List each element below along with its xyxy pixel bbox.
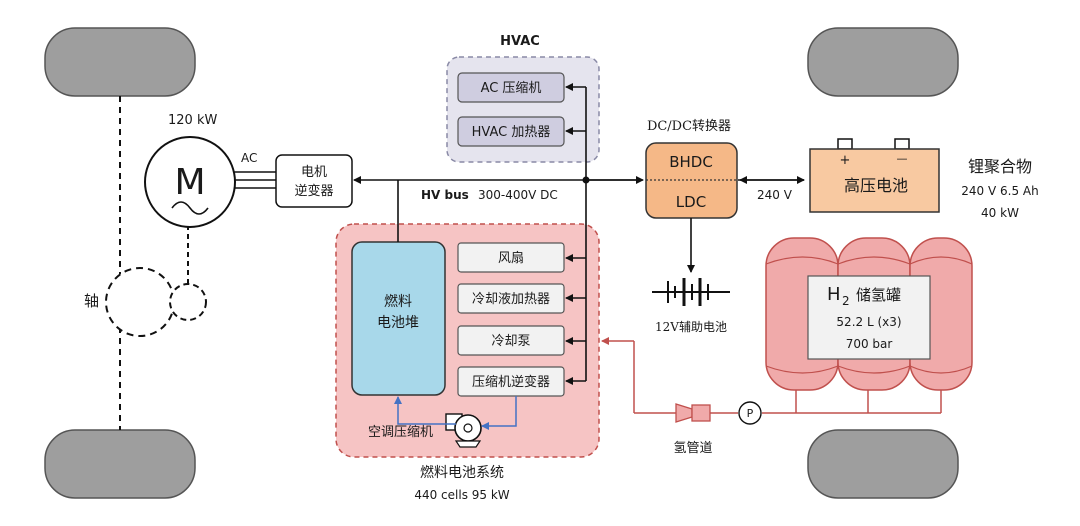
hvac-heater-box — [457, 116, 565, 147]
wheel-front-right — [807, 27, 959, 97]
wheel-rear-left — [44, 429, 196, 499]
pressure-gauge-label: P — [747, 407, 754, 420]
pipe-valve-icon — [675, 403, 711, 423]
dcdc-title: DC/DC转换器 — [647, 119, 731, 134]
hv-battery-box — [809, 148, 940, 213]
motor-icon — [144, 136, 236, 228]
wheel-rear-right — [807, 429, 959, 499]
coolant-pump-label: 冷却泵 — [491, 334, 530, 349]
battery-power: 40 kW — [981, 206, 1019, 220]
hv-bus-name: HV bus — [421, 188, 469, 202]
dcdc-bottom: LDC — [676, 193, 706, 211]
wheel-front-left — [44, 27, 196, 97]
battery-spec: 240 V 6.5 Ah — [961, 184, 1038, 198]
compressor-inverter-box — [457, 366, 565, 397]
motor-inverter-line1: 电机 — [301, 165, 327, 180]
dcdc-top: BHDC — [669, 153, 713, 171]
compressor-inverter-to-compressor — [481, 396, 517, 430]
axle-label: 轴 — [84, 292, 99, 310]
aux-battery-icon — [652, 278, 730, 306]
fan-box — [457, 242, 565, 273]
hvac-heater-label: HVAC 加热器 — [472, 125, 551, 140]
battery-chemistry: 锂聚合物 — [968, 157, 1032, 176]
hvac-ac-compressor-label: AC 压缩机 — [481, 80, 542, 96]
motor-sine-icon — [171, 201, 209, 215]
dcdc-link-voltage: 240 V — [757, 188, 793, 202]
hv-bus-voltage: 300-400V DC — [478, 188, 558, 202]
h2-volume: 52.2 L (x3) — [836, 315, 901, 329]
coolant-heater-label: 冷却液加热器 — [472, 292, 550, 307]
hvac-ac-compressor-box — [457, 72, 565, 103]
stack-line1: 燃料 — [384, 293, 412, 310]
air-compressor-label: 空调压缩机 — [368, 424, 433, 440]
fuel-cell-system-label: 燃料电池系统 — [420, 464, 504, 481]
hydrogen-pipe — [633, 341, 942, 414]
motor-inverter-line2: 逆变器 — [294, 183, 333, 199]
compressor-inverter-label: 压缩机逆变器 — [472, 374, 550, 390]
coolant-heater-box — [457, 283, 565, 314]
fuel-cell-system-spec: 440 cells 95 kW — [414, 488, 509, 502]
h2-label-box — [807, 275, 931, 360]
battery-plus: + — [840, 153, 851, 168]
motor-power: 120 kW — [168, 113, 217, 128]
coolant-pump-box — [457, 325, 565, 356]
pressure-gauge-icon — [738, 401, 762, 425]
fan-label: 风扇 — [498, 250, 524, 266]
battery-terminal-neg — [894, 138, 910, 150]
battery-minus: — — [897, 152, 908, 165]
stack-line2: 电池堆 — [377, 315, 419, 331]
h2-symbol: H — [827, 284, 841, 305]
h2-subscript: 2 — [842, 294, 850, 308]
hvac-title: HVAC — [500, 34, 540, 49]
h2-pressure: 700 bar — [846, 337, 893, 351]
motor-symbol: M — [174, 162, 205, 203]
axle-gear-small — [169, 283, 207, 321]
battery-label: 高压电池 — [844, 176, 908, 195]
pipe-label: 氢管道 — [673, 441, 712, 456]
axle-gear-large — [105, 267, 175, 337]
h2-label: 储氢罐 — [856, 286, 901, 304]
battery-terminal-pos — [837, 138, 853, 150]
compressor-to-stack — [394, 396, 456, 425]
motor-inverter-box — [275, 154, 353, 208]
ac-label: AC — [241, 151, 257, 165]
air-compressor-icon — [445, 413, 482, 448]
aux-battery-label: 12V辅助电池 — [655, 320, 727, 334]
